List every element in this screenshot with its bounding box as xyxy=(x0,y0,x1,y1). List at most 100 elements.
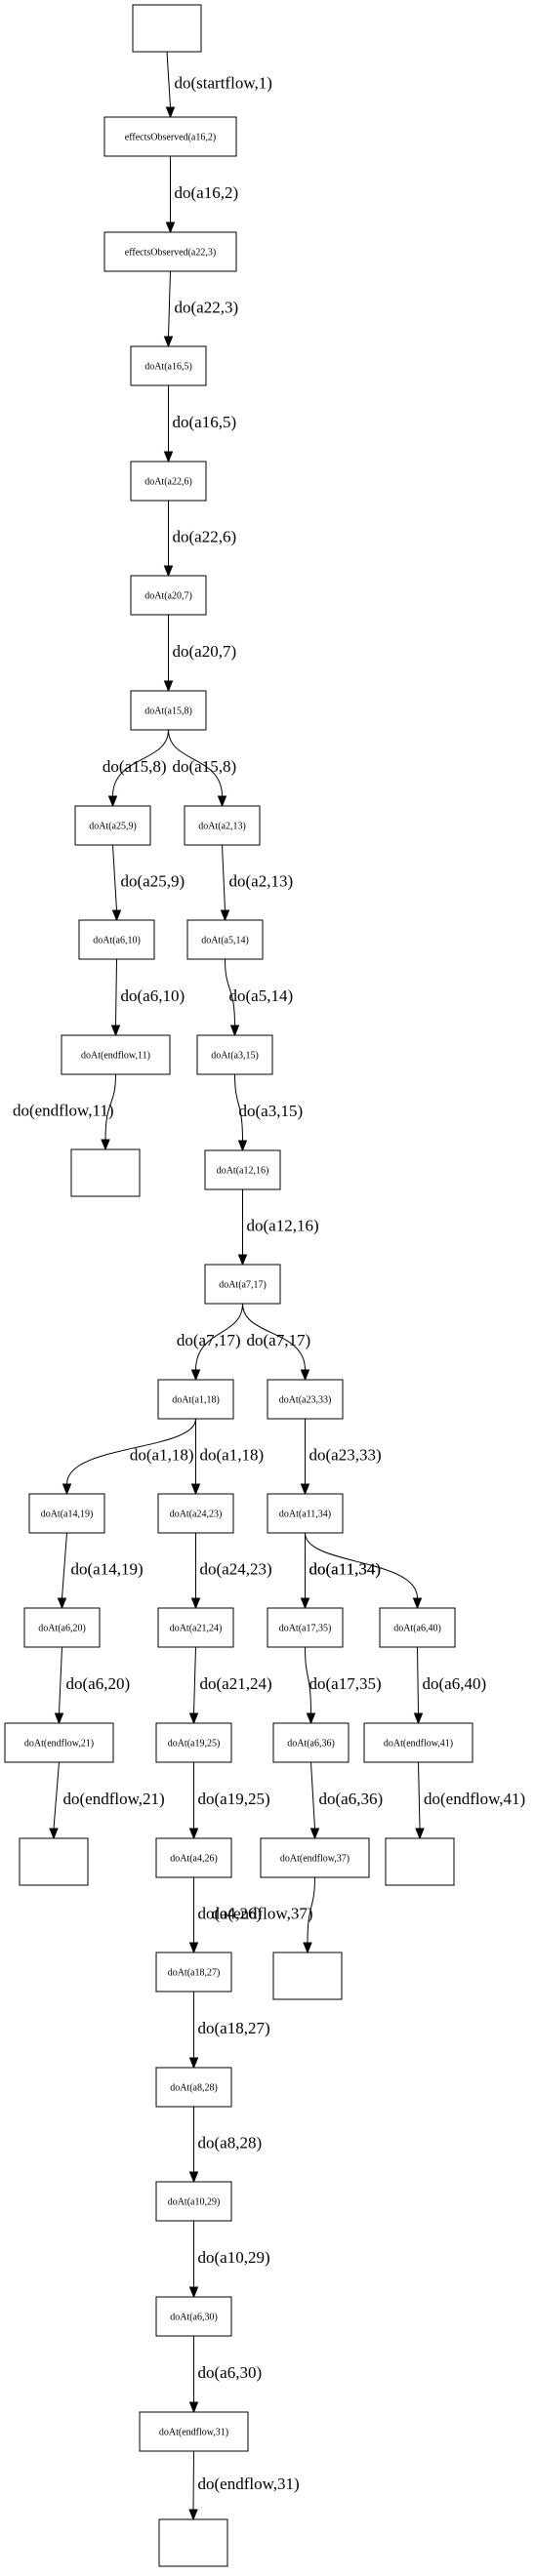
edge-label: do(a14,19) xyxy=(71,1560,144,1579)
arrowhead-icon xyxy=(111,909,122,922)
arrowhead-icon xyxy=(188,1828,199,1840)
arrowhead-icon xyxy=(49,1828,59,1840)
edge-label: do(a15,8) xyxy=(173,757,237,776)
edge-label: do(a16,2) xyxy=(175,183,239,202)
edge-label: do(a6,36) xyxy=(319,1790,384,1808)
state-node: doAt(a14,19) xyxy=(28,1493,105,1534)
state-node: doAt(a6,40) xyxy=(379,1607,456,1648)
edge-label: do(endflow,21) xyxy=(63,1790,165,1808)
state-node-box xyxy=(204,1264,281,1305)
edge-label: do(a5,14) xyxy=(229,986,294,1005)
state-node-box xyxy=(130,690,207,731)
arrowhead-icon xyxy=(110,1025,121,1037)
state-node-box xyxy=(155,2181,232,2222)
edge-label: do(a6,20) xyxy=(66,1674,131,1693)
transition-edge: do(a16,5) xyxy=(163,385,236,463)
transition-edge: do(a18,27) xyxy=(188,1992,270,2070)
arrowhead-icon xyxy=(188,2286,199,2299)
edge-line xyxy=(168,270,171,338)
arrowhead-icon xyxy=(412,1597,423,1610)
edge-line xyxy=(166,51,171,108)
edge-line xyxy=(418,1761,421,1830)
state-node xyxy=(272,1952,343,2000)
edge-line xyxy=(168,729,223,797)
edge-line xyxy=(242,1303,306,1371)
state-node: doAt(a6,10) xyxy=(78,919,155,960)
state-node-label: doAt(a6,20) xyxy=(38,1624,86,1634)
state-node-label: effectsObserved(a16,2) xyxy=(125,133,216,143)
edge-label: do(endflow,31) xyxy=(198,2475,300,2493)
state-node-label: doAt(a20,7) xyxy=(144,591,192,602)
state-node-box xyxy=(155,1722,232,1763)
edge-line xyxy=(53,1761,60,1830)
transition-edge: do(a19,25) xyxy=(188,1762,270,1840)
transition-edge: do(a22,3) xyxy=(163,270,239,348)
edge-line xyxy=(307,1876,315,1944)
transition-edge: do(a12,16) xyxy=(237,1189,319,1267)
edge-line xyxy=(234,1073,243,1142)
edge-label: do(a15,8) xyxy=(103,757,167,776)
state-node-box xyxy=(267,1607,344,1648)
state-node: effectsObserved(a16,2) xyxy=(103,116,237,157)
edge-line xyxy=(305,1646,311,1714)
state-node: doAt(a6,20) xyxy=(23,1607,101,1648)
state-node: doAt(a25,9) xyxy=(74,805,151,846)
state-node-label: doAt(endflow,21) xyxy=(24,1739,94,1750)
arrowhead-icon xyxy=(163,565,174,578)
edge-label: do(a6,30) xyxy=(198,2363,263,2382)
edge-line xyxy=(195,1303,243,1371)
transition-edge: do(a7,17) xyxy=(242,1303,311,1382)
edge-label: do(a17,35) xyxy=(309,1674,382,1693)
state-node-label: doAt(a19,25) xyxy=(168,1739,221,1750)
transition-edge: do(endflow,21) xyxy=(49,1761,165,1840)
state-node-box xyxy=(272,1722,350,1763)
edge-label: do(a3,15) xyxy=(239,1102,304,1120)
edge-label: do(a22,6) xyxy=(173,528,237,546)
edge-label: do(a1,18) xyxy=(200,1446,265,1465)
state-node-box xyxy=(61,1034,171,1075)
transition-edge: do(a14,19) xyxy=(57,1532,144,1610)
state-node-box xyxy=(130,345,207,386)
transition-edge: do(startflow,1) xyxy=(165,51,272,119)
transition-edge: do(a10,29) xyxy=(188,2221,270,2299)
state-node xyxy=(385,1837,455,1886)
state-node-label: doAt(a6,10) xyxy=(93,936,141,946)
state-node-box xyxy=(157,1379,234,1420)
edge-line xyxy=(112,729,169,797)
transition-edge: do(a8,28) xyxy=(188,2107,263,2184)
edge-label: do(endflow,11) xyxy=(13,1102,114,1120)
edge-label: do(a8,28) xyxy=(198,2134,263,2153)
edge-label: do(a7,17) xyxy=(177,1331,241,1349)
state-node: doAt(a20,7) xyxy=(130,575,207,616)
edge-label: do(a1,18) xyxy=(130,1446,194,1465)
state-node: doAt(a15,8) xyxy=(130,690,207,731)
arrowhead-icon xyxy=(415,1828,425,1840)
state-node-box xyxy=(130,575,207,616)
state-node-label: doAt(a7,17) xyxy=(219,1280,267,1291)
edge-label: do(a24,23) xyxy=(200,1560,272,1579)
edge-label: do(a7,17) xyxy=(247,1331,311,1349)
state-node-label: doAt(a12,16) xyxy=(217,1166,269,1177)
arrowhead-icon xyxy=(190,1369,201,1382)
edge-label: do(a22,3) xyxy=(175,299,239,317)
transition-edge: do(a2,13) xyxy=(220,844,293,922)
arrowhead-icon xyxy=(413,1712,424,1725)
arrowhead-icon xyxy=(54,1712,64,1725)
edge-label: do(a20,7) xyxy=(173,642,237,661)
state-node-box xyxy=(155,1952,232,1992)
state-node: doAt(a12,16) xyxy=(204,1149,281,1190)
arrowhead-icon xyxy=(165,221,176,234)
arrowhead-icon xyxy=(188,2509,198,2521)
edge-label: do(endflow,37) xyxy=(211,1905,312,1923)
transition-edge: do(a16,2) xyxy=(165,156,239,234)
edge-line xyxy=(112,844,117,911)
state-node-label: doAt(a4,26) xyxy=(170,1854,218,1865)
arrowhead-icon xyxy=(190,1597,201,1610)
state-node-label: doAt(a21,24) xyxy=(170,1624,223,1634)
transition-edge: do(a1,18) xyxy=(190,1419,265,1496)
arrowhead-icon xyxy=(237,1254,248,1267)
transition-edge: do(a5,14) xyxy=(225,958,294,1037)
edge-line xyxy=(192,2450,194,2511)
nodes-layer: effectsObserved(a16,2)effectsObserved(a2… xyxy=(4,4,473,2567)
edge-line xyxy=(225,958,235,1026)
